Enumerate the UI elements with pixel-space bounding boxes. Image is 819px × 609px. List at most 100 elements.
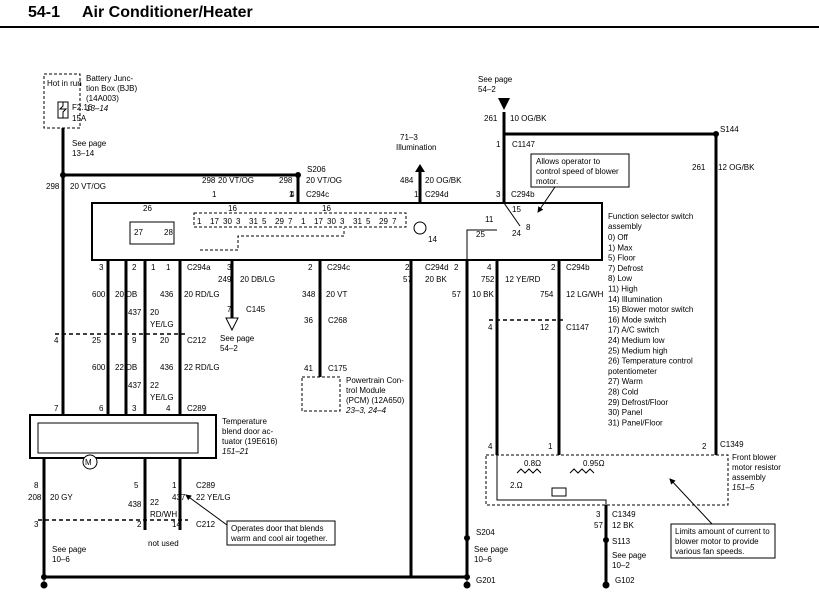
circuit-437c: 437 [172,493,186,502]
wire-754: 12 LG/WH [566,290,604,299]
pin: 1 [166,263,171,272]
pin-8: 8 [526,223,531,232]
ground-icon [40,581,48,589]
thermal-fuse-icon [551,487,567,497]
fuse-amp: 15A [72,114,87,123]
switch-pin-number: 1 [197,217,202,226]
res-r1: 0.8Ω [524,459,541,468]
wire-298a: 20 VT/OG [70,182,106,191]
circuit-752: 752 [481,275,495,284]
pin: 2 [551,263,556,272]
pin: 7 [227,305,232,314]
fs-position: 17) A/C switch [608,326,659,335]
pin: 2 [308,263,313,272]
pin: 25 [92,336,101,345]
wire-208: 20 GY [50,493,73,502]
splice-s204: S204 [476,528,495,537]
callout-blend-box [226,520,336,546]
switch-pin-number: 31 [249,217,258,226]
connector-c1147b: C1147 [566,323,590,332]
switch-pin-number: 30 [327,217,336,226]
wire-261b: 12 OG/BK [718,163,755,172]
page-header: 54-1 Air Conditioner/Heater [0,0,819,28]
callout-limit-1: Limits amount of current to [675,527,770,536]
wire-57c: 12 BK [612,521,634,530]
connector-c294b: C294b [511,190,535,199]
fs-position: 26) Temperature control [608,357,693,366]
circuit-208: 208 [28,493,42,502]
pin: 2 [702,442,707,451]
connector-c145: C145 [246,305,266,314]
callout-limit-2: blower motor to provide [675,537,759,546]
wire-298b: 20 VT/OG [218,176,254,185]
page-ref-arrow-icon [498,98,510,110]
connector-c212a: C212 [187,336,207,345]
circuit-437b: 437 [128,381,142,390]
callouts: Allows operator to control speed of blow… [185,153,776,559]
circuit-600a: 600 [92,290,106,299]
pin: 2 [454,263,459,272]
see-right-2: 10–2 [612,561,630,570]
wire-rdwh: RD/WH [150,510,177,519]
pin: 9 [132,336,137,345]
fs-position: 11) High [608,285,638,294]
switch-pin-number: 7 [288,217,293,226]
pin: 6 [99,404,104,413]
switch-pin-number: 3 [236,217,241,226]
connector-c268: C268 [328,316,348,325]
connector-c294c: C294c [306,190,329,199]
pin: 1 [496,140,501,149]
wire-22-b: 22 [150,381,159,390]
wire-752: 12 YE/RD [505,275,541,284]
pin-28: 28 [164,228,173,237]
function-switch-legend: Function selector switch assembly 0) Off… [608,212,693,427]
top-references: See page 54–2 261 10 OG/BK 71–3 Illumina… [307,75,739,174]
fuse-icon [58,102,68,118]
wire-yelg-a: YE/LG [150,320,174,329]
blend-name-2: blend door ac- [222,427,273,436]
blend-name-3: tuator (19E616) [222,437,278,446]
page-ref-b-icon [225,317,239,332]
bjb-see-2: 13–14 [72,149,95,158]
pin: 12 [540,323,549,332]
blend-door-actuator: M Temperature blend door ac- tuator (19E… [29,414,278,470]
fs-position: 16) Mode switch [608,315,666,324]
switch-pin-number: 29 [379,217,388,226]
pin: 1 [414,190,419,199]
res-name-1: Front blower [732,453,777,462]
pin: 20 [160,336,169,345]
resistor-icon [516,468,542,474]
circuit-436b: 436 [160,363,174,372]
wire-22-c: 22 [150,498,159,507]
wire-348: 20 VT [326,290,347,299]
fs-position: 1) Max [608,243,632,252]
wire-22rdlg-b: 22 RD/LG [184,363,220,372]
pin: 4 [54,336,59,345]
switch-pin-number: 5 [262,217,267,226]
ground-icon [602,581,610,589]
callout-operator-1: Allows operator to [536,157,601,166]
connector-c294d2: C294d [425,263,449,272]
res-r2: 0.95Ω [583,459,605,468]
bjb-hot-label: Hot in run [47,79,82,88]
circuit-298b: 298 [202,176,216,185]
switch-pin-number: 17 [210,217,219,226]
illumination-lamp-icon [413,221,427,235]
connector-c289a: C289 [187,404,207,413]
wire-57a: 20 BK [425,275,447,284]
bjb-name-1: Battery Junc- [86,74,133,83]
pin: 1 [172,481,177,490]
connector-c289b: C289 [196,481,216,490]
pin-11: 11 [485,215,494,224]
pin-26: 26 [143,204,152,213]
switch-pin-number: 3 [340,217,345,226]
callout-operator-2: control speed of blower [536,167,619,176]
fs-position: 0) Off [608,233,629,242]
callout-limit-3: various fan speeds. [675,547,744,556]
splice-s113: S113 [612,537,631,546]
fs-title-2: assembly [608,222,642,231]
wire-20db-a: 20 DB [115,290,137,299]
pin: 1 [212,190,217,199]
circuit-57b: 57 [452,290,461,299]
